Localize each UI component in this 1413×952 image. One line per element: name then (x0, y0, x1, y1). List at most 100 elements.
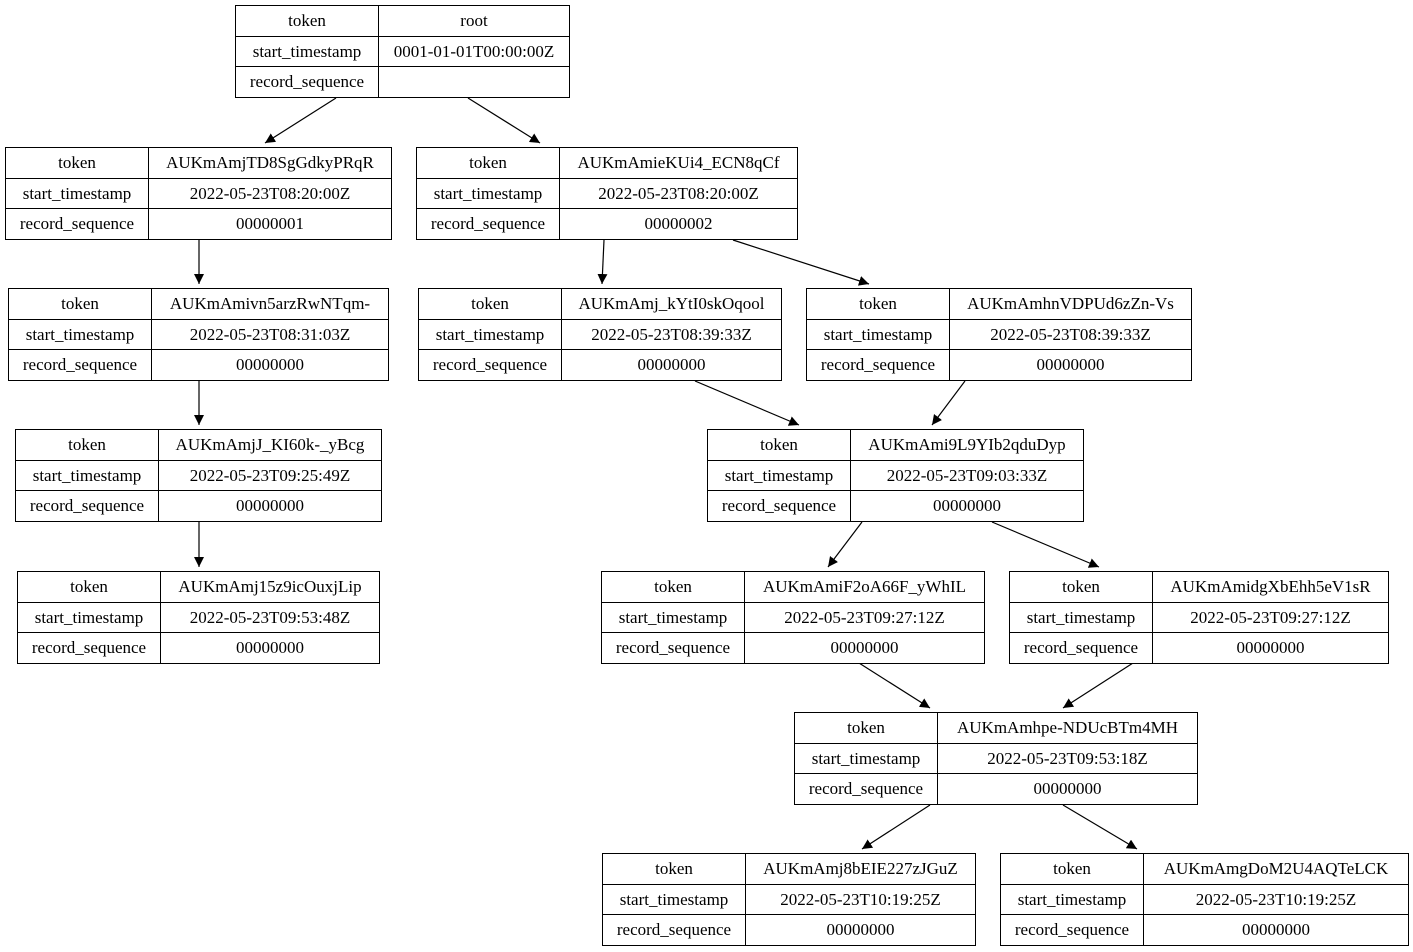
field-value-token: AUKmAmjTD8SgGdkyPRqR (166, 152, 374, 172)
field-value-record-sequence (379, 67, 569, 97)
field-value-token: AUKmAmj_kYtI0skOqool (578, 293, 765, 313)
edge-n2-to-n5 (732, 239, 870, 286)
field-value-token: AUKmAmgDoM2U4AQTeLCK (1163, 858, 1389, 878)
row-start-timestamp: start_timestamp 2022-05-23T08:20:00Z (6, 177, 391, 209)
field-value-start-timestamp: 2022-05-23T09:53:18Z (987, 748, 1148, 768)
field-label-token: token (9, 289, 152, 319)
field-value-token: AUKmAmiF2oA66F_yWhIL (762, 576, 967, 596)
field-label-token: token (419, 289, 562, 319)
edge-n10-to-n11 (1062, 662, 1134, 709)
field-label-start-timestamp: start_timestamp (9, 319, 152, 350)
edge-n7-to-n9 (827, 521, 863, 568)
node-n1: token AUKmAmjTD8SgGdkyPRqR start_timestamp… (5, 147, 392, 240)
row-token: token AUKmAmhnVDPUd6zZn-Vs (807, 289, 1191, 319)
field-label-record-sequence: record_sequence (602, 633, 745, 664)
row-start-timestamp: start_timestamp 2022-05-23T08:31:03Z (9, 318, 388, 350)
edge-n11-to-n13 (1062, 804, 1138, 850)
node-n9: token AUKmAmiF2oA66F_yWhIL start_timestamp… (601, 571, 985, 664)
field-label-token: token (807, 289, 950, 319)
edge-n9-to-n11 (858, 662, 931, 709)
node-n13: token AUKmAmgDoM2U4AQTeLCK start_timestamp… (1000, 853, 1409, 946)
field-label-token: token (602, 572, 745, 602)
field-value-token: AUKmAmhpe-NDUcBTm4MH (957, 717, 1178, 737)
row-start-timestamp: start_timestamp 2022-05-23T09:27:12Z (602, 601, 984, 633)
field-label-record-sequence: record_sequence (6, 209, 149, 240)
field-value-start-timestamp: 2022-05-23T09:53:48Z (189, 607, 351, 627)
field-label-record-sequence: record_sequence (1010, 633, 1153, 664)
field-label-record-sequence: record_sequence (795, 774, 938, 805)
row-token: token AUKmAmiF2oA66F_yWhIL (602, 572, 984, 602)
field-label-record-sequence: record_sequence (18, 633, 161, 664)
field-label-token: token (708, 430, 851, 460)
row-token: token AUKmAmj_kYtI0skOqool (419, 289, 781, 319)
field-value-start-timestamp: 0001-01-01T00:00:00Z (393, 41, 555, 61)
field-label-start-timestamp: start_timestamp (16, 460, 159, 491)
edge-root-to-n2 (467, 97, 541, 144)
field-label-token: token (18, 572, 161, 602)
field-value-token: AUKmAmhnVDPUd6zZn-Vs (967, 293, 1174, 313)
field-label-token: token (795, 713, 938, 743)
field-label-start-timestamp: start_timestamp (1001, 884, 1144, 915)
field-value-start-timestamp: 2022-05-23T08:20:00Z (189, 183, 351, 203)
field-label-start-timestamp: start_timestamp (236, 36, 379, 67)
field-label-token: token (236, 6, 379, 36)
field-label-record-sequence: record_sequence (16, 491, 159, 522)
field-label-start-timestamp: start_timestamp (1010, 602, 1153, 633)
field-label-start-timestamp: start_timestamp (602, 602, 745, 633)
field-label-start-timestamp: start_timestamp (6, 178, 149, 209)
row-record-sequence: record_sequence 00000000 (1010, 632, 1388, 664)
field-value-start-timestamp: 2022-05-23T09:27:12Z (784, 607, 945, 627)
field-value-start-timestamp: 2022-05-23T09:25:49Z (189, 465, 351, 485)
field-label-record-sequence: record_sequence (1001, 915, 1144, 946)
field-label-token: token (1001, 854, 1144, 884)
field-label-record-sequence: record_sequence (708, 491, 851, 522)
row-token: token AUKmAmi9L9YIb2qduDyp (708, 430, 1083, 460)
field-value-token: AUKmAmi9L9YIb2qduDyp (868, 434, 1066, 454)
field-label-start-timestamp: start_timestamp (807, 319, 950, 350)
edge-n11-to-n12 (861, 804, 931, 850)
field-label-record-sequence: record_sequence (9, 350, 152, 381)
row-token: token AUKmAmjTD8SgGdkyPRqR (6, 148, 391, 178)
row-start-timestamp: start_timestamp 2022-05-23T09:25:49Z (16, 459, 381, 491)
field-value-record-sequence: 00000000 (1236, 638, 1305, 658)
field-value-token: root (460, 10, 488, 30)
row-record-sequence: record_sequence (236, 66, 569, 98)
node-n7: token AUKmAmi9L9YIb2qduDyp start_timestamp… (707, 429, 1084, 522)
field-value-record-sequence: 00000000 (830, 638, 899, 658)
field-label-token: token (6, 148, 149, 178)
edge-root-to-n1 (264, 97, 337, 144)
field-value-record-sequence: 00000000 (236, 638, 304, 658)
field-value-start-timestamp: 2022-05-23T08:31:03Z (189, 324, 351, 344)
field-value-token: AUKmAmieKUi4_ECN8qCf (577, 152, 780, 172)
field-value-start-timestamp: 2022-05-23T08:20:00Z (598, 183, 759, 203)
field-label-token: token (16, 430, 159, 460)
field-label-start-timestamp: start_timestamp (708, 460, 851, 491)
field-value-start-timestamp: 2022-05-23T08:39:33Z (591, 324, 752, 344)
field-value-token: AUKmAmj15z9icOuxjLip (178, 576, 362, 596)
row-record-sequence: record_sequence 00000000 (18, 632, 379, 664)
field-value-token: AUKmAmivn5arzRwNTqm- (169, 293, 371, 313)
field-value-record-sequence: 00000000 (826, 920, 895, 940)
